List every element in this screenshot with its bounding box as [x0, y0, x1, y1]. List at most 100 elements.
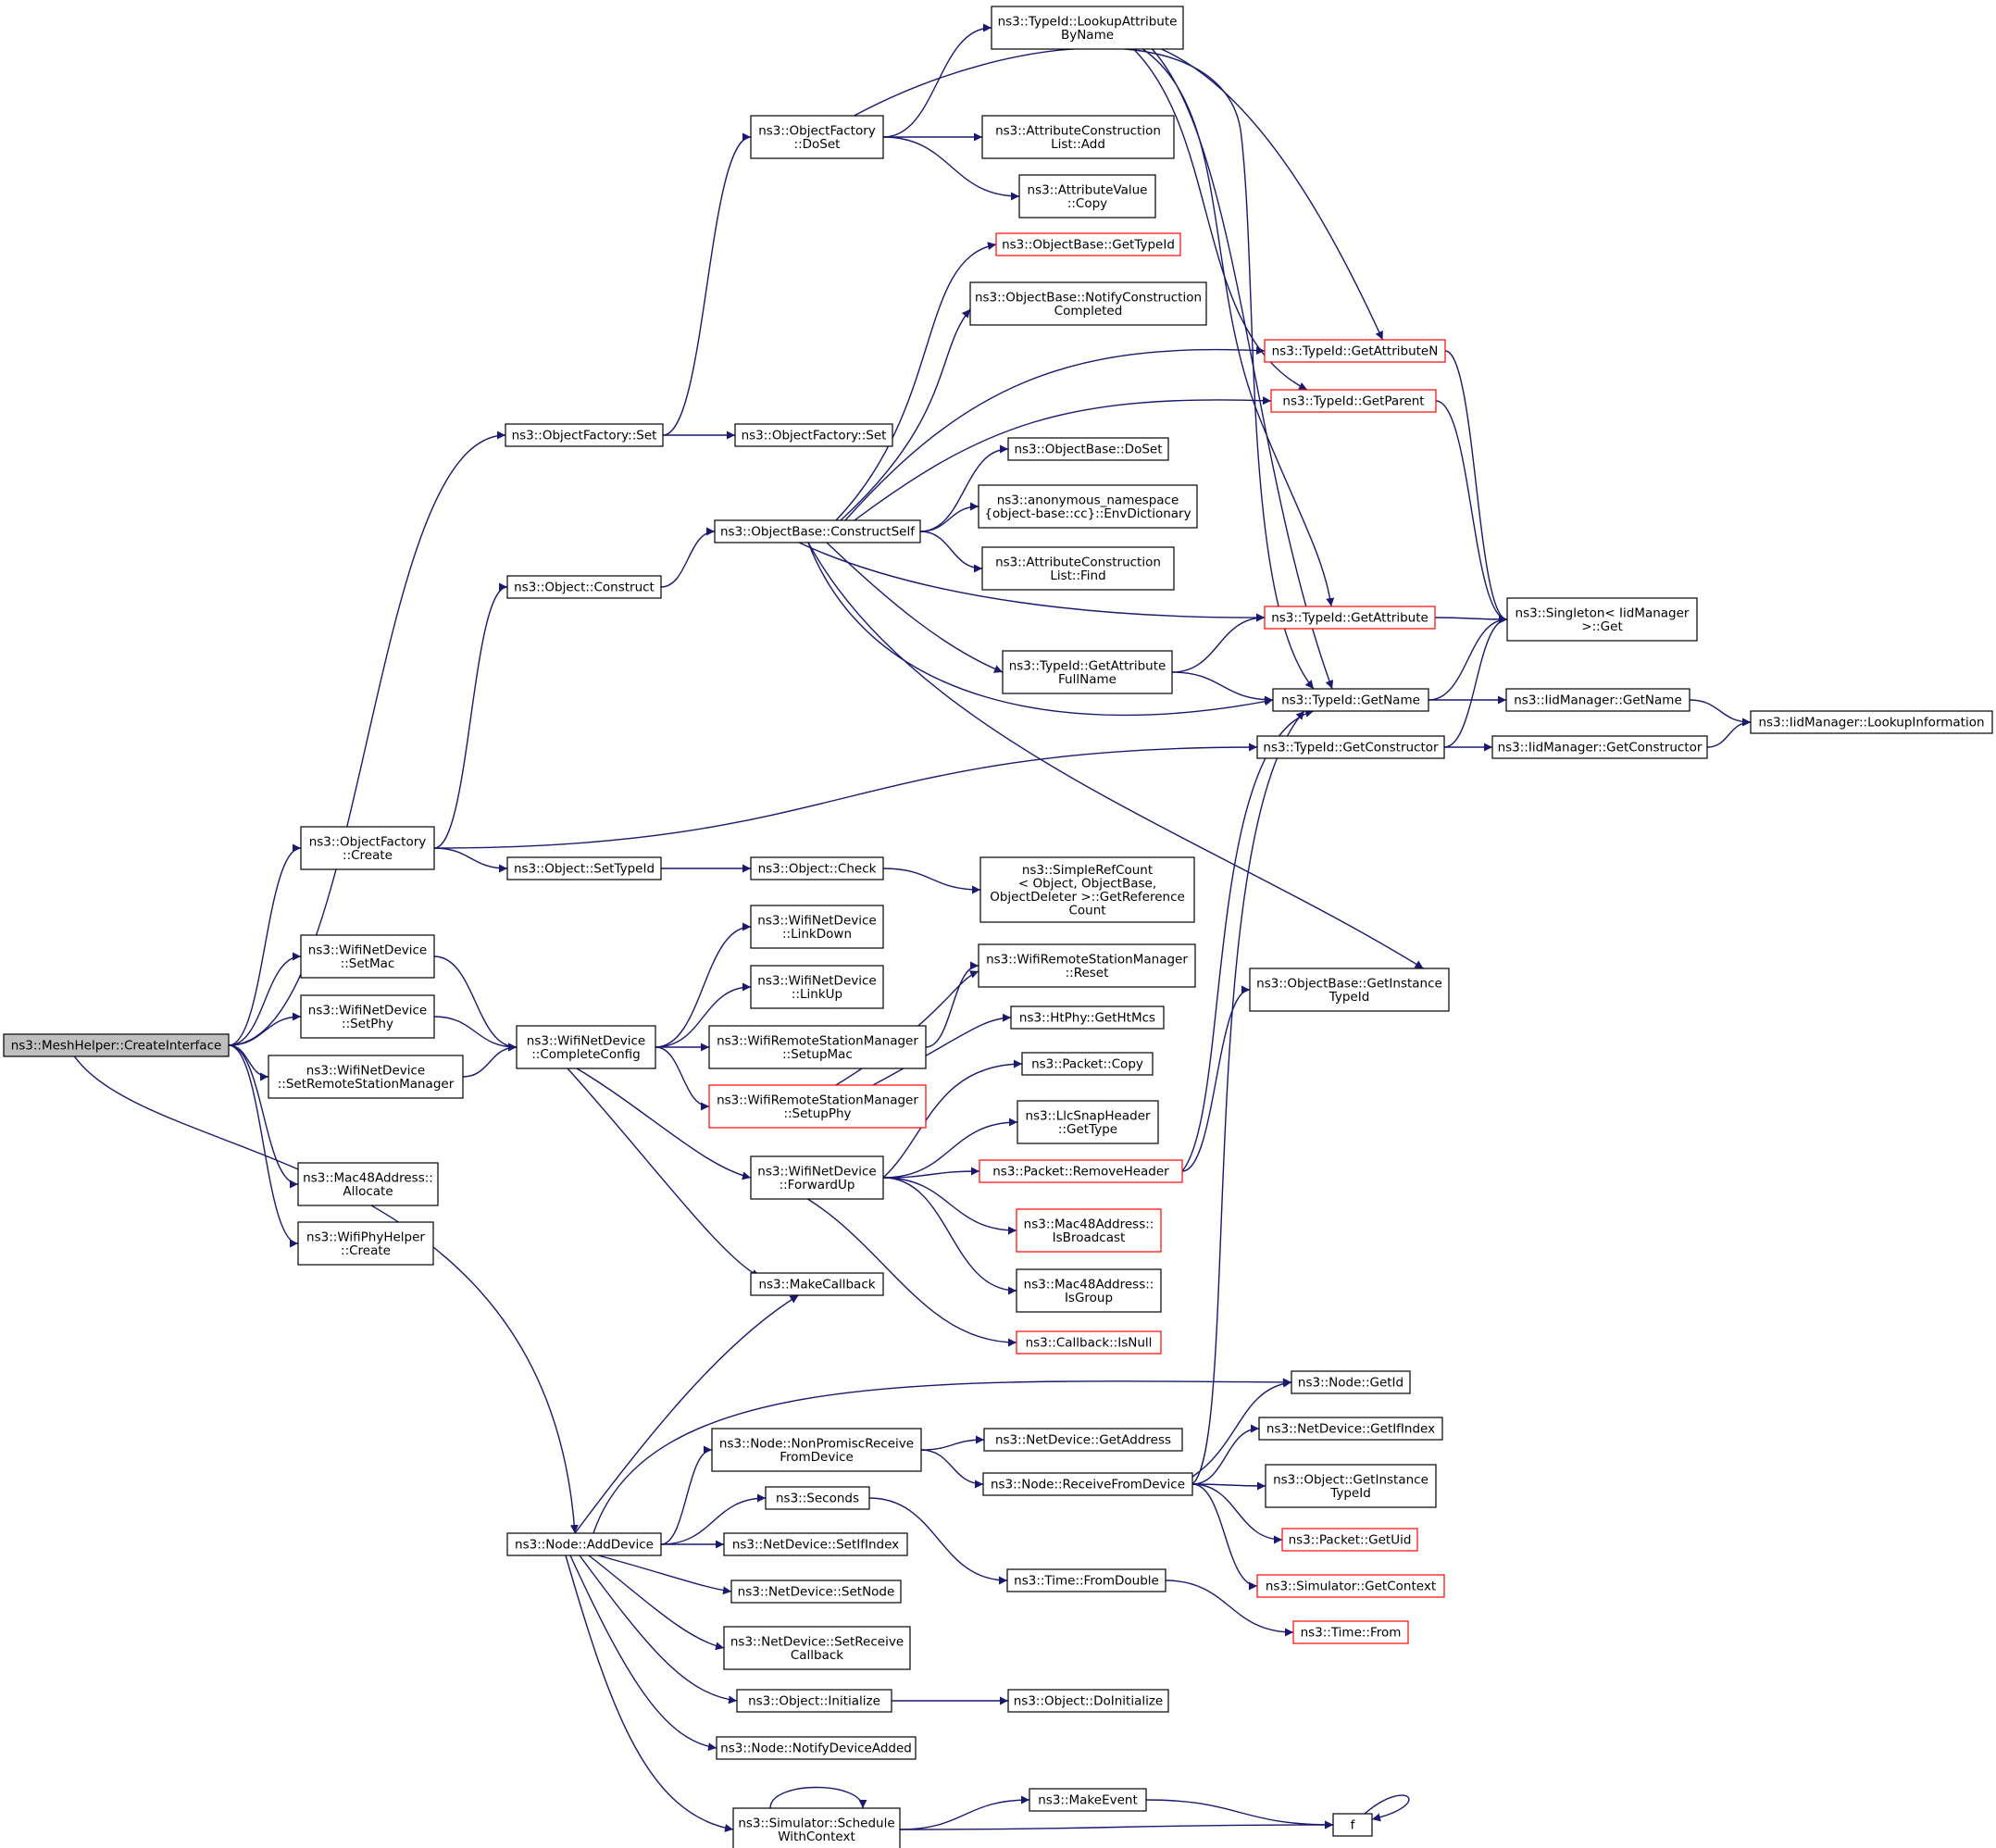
- function-node-obNotify[interactable]: ns3::ObjectBase::NotifyConstructionCompl…: [969, 281, 1207, 326]
- function-node-wrsmReset[interactable]: ns3::WifiRemoteStationManager::Reset: [978, 943, 1196, 988]
- function-node-tidGetName[interactable]: ns3::TypeId::GetName: [1272, 688, 1429, 712]
- function-node-wrsmSetupPhy[interactable]: ns3::WifiRemoteStationManager::SetupPhy: [708, 1084, 927, 1129]
- call-edge-tidGetParent-to-singleton: [1435, 400, 1508, 624]
- function-node-wrsmSetupMac[interactable]: ns3::WifiRemoteStationManager::SetupMac: [708, 1025, 927, 1069]
- function-node-makeEvent[interactable]: ns3::MakeEvent: [1029, 1788, 1147, 1812]
- function-node-envDict[interactable]: ns3::anonymous_namespace{object-base::cc…: [978, 484, 1198, 529]
- function-node-avCopy[interactable]: ns3::AttributeValue::Copy: [1018, 174, 1156, 219]
- function-node-wndComplete[interactable]: ns3::WifiNetDevice::CompleteConfig: [516, 1025, 656, 1069]
- function-node-wndSetRsm[interactable]: ns3::WifiNetDevice::SetRemoteStationMana…: [268, 1055, 464, 1099]
- node-label: ::Create: [343, 848, 393, 863]
- function-node-ofSet[interactable]: ns3::ObjectFactory::Set: [505, 423, 664, 447]
- function-node-simpleRef[interactable]: ns3::SimpleRefCount< Object, ObjectBase,…: [979, 856, 1195, 923]
- function-node-wndLinkDown[interactable]: ns3::WifiNetDevice::LinkDown: [750, 905, 884, 949]
- function-node-pktGetUid[interactable]: ns3::Packet::GetUid: [1281, 1528, 1418, 1552]
- function-node-objDoInitialize[interactable]: ns3::Object::DoInitialize: [1007, 1689, 1169, 1713]
- function-node-tidGetCtor[interactable]: ns3::TypeId::GetConstructor: [1256, 735, 1445, 759]
- node-box: [1291, 1370, 1411, 1394]
- call-edge-obConstructSelf-to-obNotify: [840, 308, 971, 521]
- node-label: ns3::TypeId::LookupAttribute: [998, 14, 1178, 29]
- node-label: ns3::AttributeConstruction: [995, 555, 1161, 569]
- function-node-nodeNotifyDev[interactable]: ns3::Node::NotifyDeviceAdded: [716, 1736, 917, 1760]
- function-node-pktCopy[interactable]: ns3::Packet::Copy: [1021, 1052, 1154, 1076]
- function-node-llcGetType[interactable]: ns3::LlcSnapHeader::GetType: [1017, 1100, 1159, 1144]
- function-node-objSetTypeId[interactable]: ns3::Object::SetTypeId: [506, 856, 662, 880]
- function-node-wndSetMac[interactable]: ns3::WifiNetDevice::SetMac: [300, 934, 435, 979]
- function-node-iidLookup[interactable]: ns3::IidManager::LookupInformation: [1750, 710, 1993, 734]
- function-node-macIsBroadcast[interactable]: ns3::Mac48Address::IsBroadcast: [1016, 1208, 1162, 1253]
- node-label: ns3::WifiRemoteStationManager: [717, 1033, 918, 1048]
- function-node-makeCallback[interactable]: ns3::MakeCallback: [750, 1272, 884, 1296]
- node-label: ns3::TypeId::GetParent: [1282, 394, 1424, 409]
- function-node-ofDoSet[interactable]: ns3::ObjectFactory::DoSet: [750, 115, 884, 159]
- function-node-wphyCreate[interactable]: ns3::WifiPhyHelper::Create: [297, 1221, 434, 1266]
- function-node-obGetTypeId[interactable]: ns3::ObjectBase::GetTypeId: [995, 232, 1181, 256]
- function-node-objInitialize[interactable]: ns3::Object::Initialize: [736, 1689, 892, 1713]
- function-node-macIsGroup[interactable]: ns3::Mac48Address::IsGroup: [1016, 1268, 1162, 1313]
- function-node-tidGetAttrN[interactable]: ns3::TypeId::GetAttributeN: [1264, 339, 1446, 363]
- function-node-obDoSet[interactable]: ns3::ObjectBase::DoSet: [1007, 437, 1169, 461]
- node-box: [723, 1626, 911, 1670]
- node-label: TypeId: [1329, 1486, 1371, 1501]
- function-node-pktRemoveHeader[interactable]: ns3::Packet::RemoveHeader: [979, 1159, 1183, 1183]
- function-node-ndSetNode[interactable]: ns3::NetDevice::SetNode: [730, 1580, 902, 1604]
- function-node-wndForwardUp[interactable]: ns3::WifiNetDevice::ForwardUp: [750, 1155, 884, 1200]
- function-node-timeFrom[interactable]: ns3::Time::From: [1292, 1620, 1409, 1644]
- function-node-nodeRecvFromDev[interactable]: ns3::Node::ReceiveFromDevice: [982, 1472, 1193, 1496]
- function-node-htPhy[interactable]: ns3::HtPhy::GetHtMcs: [1010, 1005, 1165, 1030]
- call-edge-nodeAddDevice-to-makeCallback: [574, 1294, 799, 1534]
- function-node-objCheck[interactable]: ns3::Object::Check: [750, 856, 884, 880]
- function-node-ndSetIfIndex[interactable]: ns3::NetDevice::SetIfIndex: [723, 1532, 908, 1556]
- node-label: ns3::NetDevice::GetAddress: [995, 1433, 1171, 1448]
- function-node-ofCreate[interactable]: ns3::ObjectFactory::Create: [300, 826, 435, 870]
- node-label: ns3::Node::GetId: [1298, 1376, 1403, 1391]
- function-node-wndSetPhy[interactable]: ns3::WifiNetDevice::SetPhy: [300, 994, 435, 1039]
- call-edge-timeFromDouble-to-timeFrom: [1165, 1580, 1294, 1637]
- function-node-ofSet2[interactable]: ns3::ObjectFactory::Set: [734, 423, 893, 447]
- node-label: ns3::TypeId::GetAttribute: [1009, 658, 1166, 673]
- node-box: [1021, 1052, 1154, 1076]
- function-node-cbIsNull[interactable]: ns3::Callback::IsNull: [1016, 1330, 1162, 1355]
- function-node-singleton[interactable]: ns3::Singleton< IidManager>::Get: [1506, 597, 1698, 642]
- function-node-tidGetAttr[interactable]: ns3::TypeId::GetAttribute: [1264, 606, 1436, 630]
- function-node-seconds[interactable]: ns3::Seconds: [765, 1486, 870, 1510]
- node-label: ns3::ObjectBase::DoSet: [1014, 443, 1162, 457]
- node-box: [750, 1272, 884, 1296]
- call-edge-nodeRecvFromDev-to-nodeGetId: [1191, 1379, 1292, 1478]
- function-node-obConstructSelf[interactable]: ns3::ObjectBase::ConstructSelf: [714, 519, 921, 543]
- call-edge-obConstructSelf-to-tidGetAttrN: [844, 346, 1266, 521]
- function-node-tidGetParent[interactable]: ns3::TypeId::GetParent: [1270, 389, 1437, 413]
- function-node-f[interactable]: f: [1332, 1813, 1373, 1837]
- node-label: Count: [1068, 903, 1105, 918]
- node-label: ns3::WifiNetDevice: [308, 1003, 427, 1018]
- function-node-macAlloc[interactable]: ns3::Mac48Address::Allocate: [297, 1162, 439, 1206]
- node-box: [708, 1025, 927, 1069]
- node-label: ::Reset: [1066, 966, 1109, 980]
- function-node-root[interactable]: ns3::MeshHelper::CreateInterface: [3, 1033, 230, 1057]
- function-node-simGetContext[interactable]: ns3::Simulator::GetContext: [1256, 1574, 1445, 1598]
- call-edge-ofCreate-to-objSetTypeId: [433, 847, 508, 873]
- function-node-ndGetIfIndex[interactable]: ns3::NetDevice::GetIfIndex: [1258, 1417, 1443, 1441]
- call-edge-objCheck-to-simpleRef: [882, 868, 981, 894]
- function-node-objConstruct[interactable]: ns3::Object::Construct: [506, 575, 662, 599]
- node-box: [1292, 1620, 1409, 1644]
- function-node-iidGetName[interactable]: ns3::IidManager::GetName: [1505, 688, 1690, 712]
- node-label: ns3::TypeId::GetAttributeN: [1272, 344, 1439, 359]
- function-node-nodeAddDevice[interactable]: ns3::Node::AddDevice: [506, 1532, 662, 1556]
- function-node-wndLinkUp[interactable]: ns3::WifiNetDevice::LinkUp: [750, 965, 884, 1009]
- function-node-nodeGetId[interactable]: ns3::Node::GetId: [1291, 1370, 1411, 1394]
- function-node-timeFromDouble[interactable]: ns3::Time::FromDouble: [1006, 1568, 1166, 1592]
- function-node-ndGetAddress[interactable]: ns3::NetDevice::GetAddress: [983, 1428, 1183, 1452]
- node-label: ns3::anonymous_namespace: [997, 493, 1179, 507]
- function-node-iidGetCtor[interactable]: ns3::IidManager::GetConstructor: [1491, 735, 1708, 759]
